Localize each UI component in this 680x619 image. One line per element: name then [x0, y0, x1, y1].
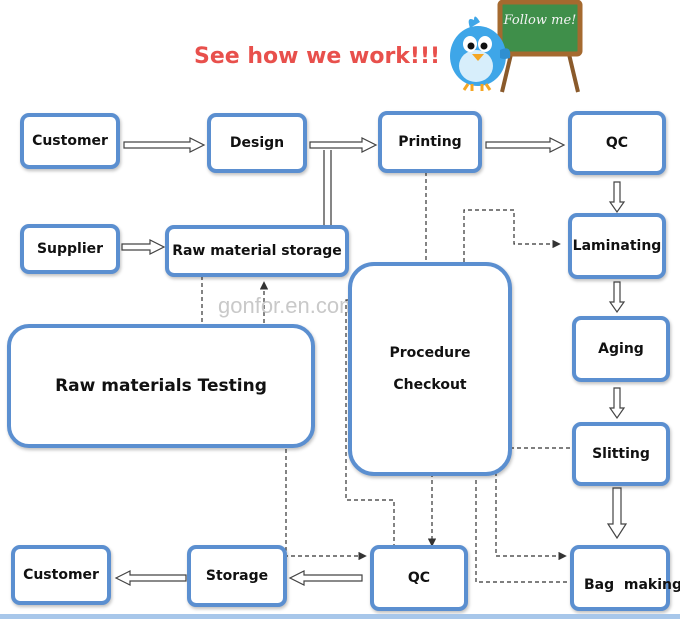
node-procedure-checkout: Procedure Checkout	[348, 262, 512, 476]
node-aging: Aging	[572, 316, 670, 382]
node-laminating: Laminating	[568, 213, 666, 279]
bottom-bar	[0, 614, 680, 619]
node-qc-top: QC	[568, 111, 666, 175]
node-customer-bottom: Customer	[11, 545, 111, 605]
arrow-design-to-printing	[309, 137, 378, 153]
node-raw-materials-testing: Raw materials Testing	[7, 324, 315, 448]
arrow-customer-to-design	[123, 137, 206, 153]
arrow-printing-to-qc	[485, 137, 566, 153]
node-slitting: Slitting	[572, 422, 670, 486]
dashed-procedure-to-bag	[475, 480, 570, 583]
dashed-testing-to-qc	[285, 425, 367, 561]
node-design: Design	[207, 113, 307, 173]
node-label: Raw material storage	[172, 243, 342, 259]
arrow-storage-to-customer	[114, 570, 187, 586]
node-label: Design	[229, 135, 285, 151]
node-label: Raw materials Testing	[55, 376, 267, 396]
dashed-raw-testing-to-storage	[201, 276, 269, 343]
node-label: Bag making	[584, 577, 680, 593]
node-label: Customer	[32, 133, 108, 149]
node-storage: Storage	[187, 545, 287, 607]
dashed-raw-storage-to-qc	[345, 299, 395, 546]
node-supplier: Supplier	[20, 224, 120, 274]
page-title: See how we work!!!	[194, 44, 441, 69]
dashed-slitting-to-bag	[495, 447, 570, 561]
dashed-procedure-to-laminating	[463, 209, 561, 262]
node-label: Customer	[23, 567, 99, 583]
node-label: Printing	[398, 134, 462, 150]
node-raw-material-storage: Raw material storage	[165, 225, 349, 277]
node-label: QC	[605, 135, 629, 151]
arrow-qc-to-storage	[288, 570, 363, 586]
node-label: Aging	[598, 341, 644, 357]
node-label: Storage	[205, 568, 269, 584]
arrow-qc-to-laminating	[608, 181, 626, 214]
node-label-line2: Checkout	[393, 377, 467, 393]
dashed-procedure-to-qc	[427, 435, 472, 547]
arrow-aging-to-slitting	[608, 387, 626, 420]
arrow-slitting-to-bag-making	[606, 487, 628, 540]
node-qc-bottom: QC	[370, 545, 468, 611]
node-label: QC	[407, 570, 431, 586]
watermark: gonfor.en.com	[218, 293, 358, 318]
arrow-supplier-to-raw-storage	[121, 239, 166, 255]
node-customer-top: Customer	[20, 113, 120, 169]
svg-text:Follow me!: Follow me!	[503, 13, 577, 28]
node-label: Laminating	[572, 238, 662, 254]
node-label: Supplier	[36, 241, 104, 257]
node-label: Slitting	[592, 446, 650, 462]
node-bag-making: Bag making	[570, 545, 680, 611]
node-label-line1: Procedure	[389, 345, 471, 361]
node-printing: Printing	[378, 111, 482, 173]
arrow-laminating-to-aging	[608, 281, 626, 314]
follow-me-bird-icon: Follow me!	[450, 0, 583, 93]
